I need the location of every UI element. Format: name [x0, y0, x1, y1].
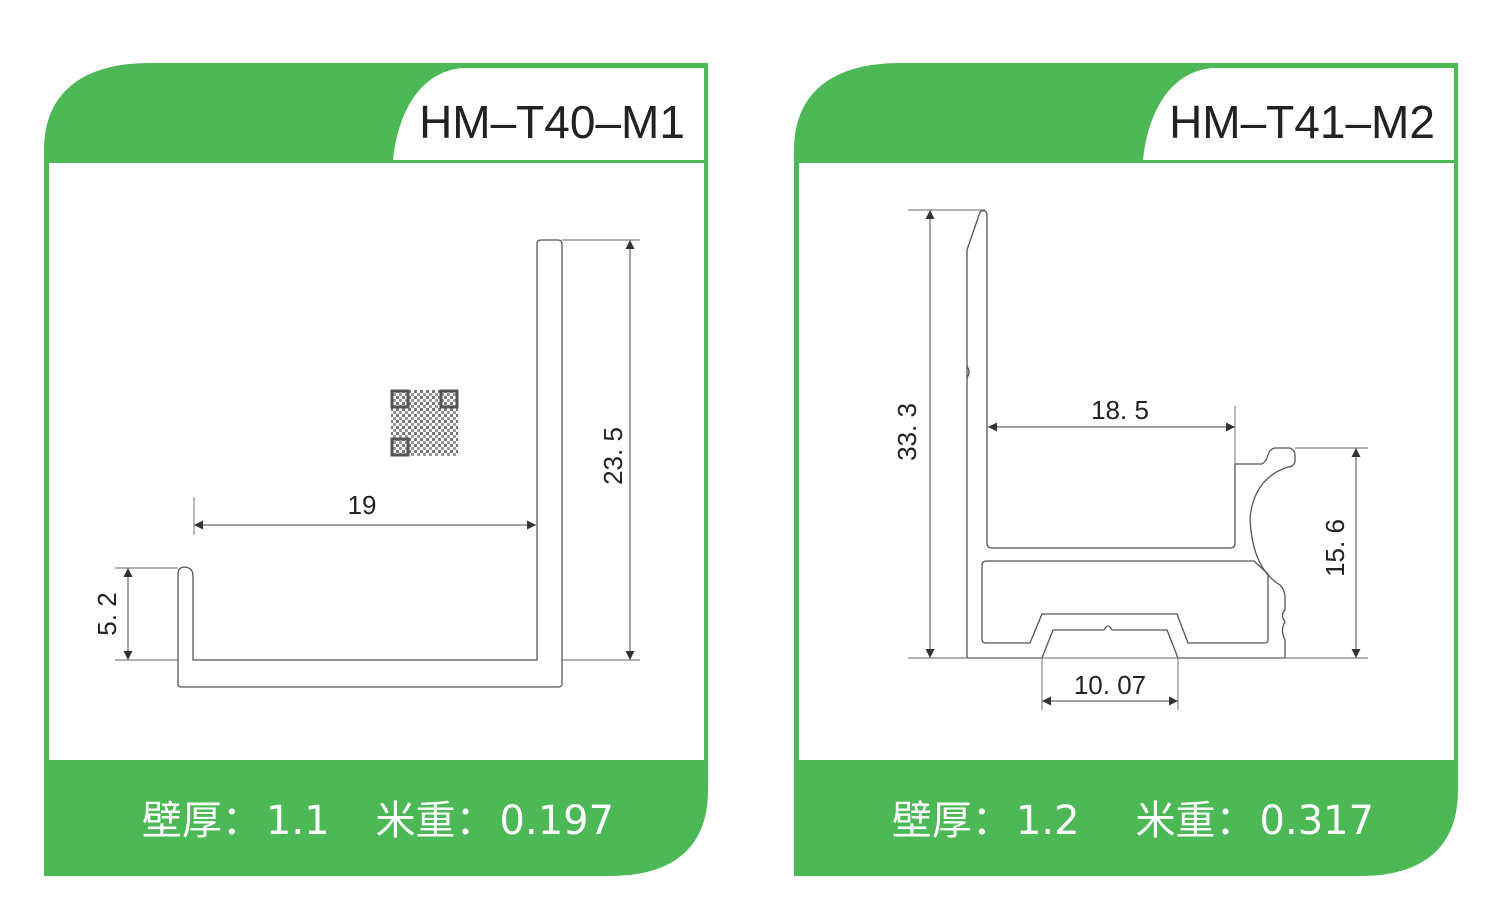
wall-thickness-label: 壁厚：: [892, 798, 1012, 844]
product-card-2: HM–T41–M2 33. 3 18. 5 15. 6 10. 07 壁厚：1.…: [794, 63, 1458, 876]
weight-value: 0.317: [1260, 798, 1375, 844]
title-tab: [1143, 68, 1454, 160]
wall-thickness-value: 1.2: [1016, 798, 1080, 844]
model-title: HM–T41–M2: [1169, 96, 1435, 148]
spec-line: 壁厚：1.2 米重：0.317: [892, 798, 1374, 844]
dimension-lip: 5. 2: [92, 592, 122, 635]
title-tab: [393, 68, 704, 160]
drawing-area: [799, 163, 1454, 760]
wall-thickness-label: 壁厚：: [142, 798, 262, 844]
wall-thickness-value: 1.1: [266, 798, 330, 844]
dimension-height: 23. 5: [598, 427, 628, 485]
weight-label: 米重：: [1136, 798, 1256, 844]
profile-outline: [177, 239, 563, 688]
dimension-width: 19: [348, 490, 377, 520]
profile-hollow: [981, 560, 1269, 644]
model-title: HM–T40–M1: [419, 96, 685, 148]
weight-label: 米重：: [376, 798, 496, 844]
weight-value: 0.197: [500, 798, 615, 844]
profile-outline: [966, 210, 1296, 659]
qr-code: [390, 389, 459, 457]
dimension-height: 33. 3: [892, 403, 922, 461]
dimension-side-height: 15. 6: [1320, 519, 1350, 577]
product-card-1: HM–T40–M1 19 23. 5 5. 2 壁厚：1.1 米重：0.197: [44, 63, 708, 876]
dimension-inner-width: 18. 5: [1091, 395, 1149, 425]
profile-notch: [966, 365, 970, 379]
spec-line: 壁厚：1.1 米重：0.197: [142, 798, 614, 844]
dimension-channel-width: 10. 07: [1074, 670, 1146, 700]
